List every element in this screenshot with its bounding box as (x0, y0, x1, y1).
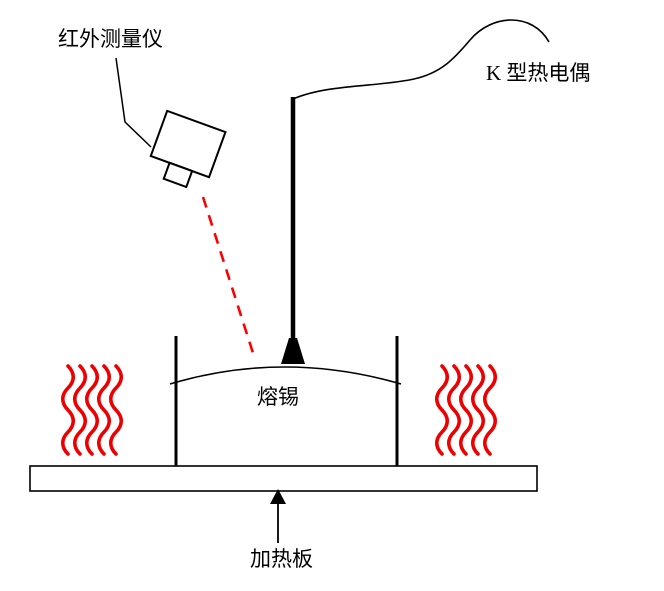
thermocouple-label: K 型热电偶 (486, 61, 590, 85)
laser-beam-dashed-line (201, 196, 255, 354)
infrared-meter-icon (149, 109, 227, 189)
molten-tin-label: 熔锡 (257, 385, 299, 409)
infrared-meter-pointer-line (115, 57, 152, 148)
heating-plate (29, 465, 538, 492)
infrared-meter-body (149, 109, 227, 179)
heat-waves-left-icon (60, 364, 124, 456)
thermocouple-tip-cone (281, 338, 305, 364)
infrared-meter-label: 红外测量仪 (58, 27, 163, 51)
molten-tin-dome (169, 366, 402, 385)
heating-plate-label: 加热板 (250, 547, 313, 571)
infrared-meter-nozzle (162, 161, 194, 189)
thermocouple-wire (292, 19, 550, 100)
heat-waves-right-icon (434, 364, 498, 456)
heating-plate-arrow-head (270, 489, 286, 504)
